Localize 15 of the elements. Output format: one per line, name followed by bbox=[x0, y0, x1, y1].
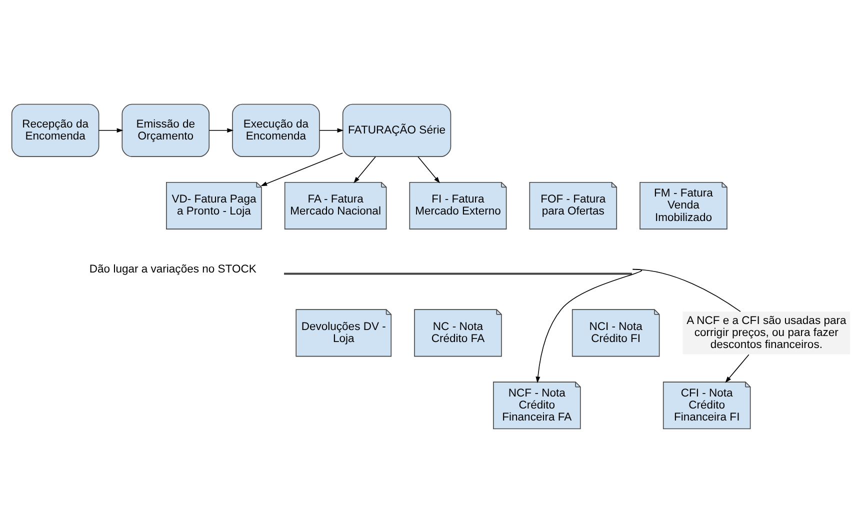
arrow bbox=[260, 152, 344, 186]
arrow bbox=[418, 156, 440, 183]
node-box: Recepção da Encomenda bbox=[11, 103, 100, 156]
node-box: FATURAÇÃO Série bbox=[342, 103, 452, 156]
arrow bbox=[319, 128, 344, 132]
node-box: Execução da Encomenda bbox=[232, 103, 320, 156]
label: Dão lugar a variações no STOCK bbox=[89, 262, 256, 275]
arrow bbox=[98, 128, 124, 132]
arrow bbox=[354, 156, 376, 183]
arrow bbox=[725, 354, 750, 382]
node-box: A NCF e a CFI são usadas para corrigir preços, ou para fazer descontos financeiros. bbox=[682, 311, 850, 354]
node-bracket bbox=[284, 272, 632, 274]
node-box: Emissão de Orçamento bbox=[122, 103, 210, 156]
arrow bbox=[536, 268, 642, 383]
arrow bbox=[208, 128, 234, 132]
